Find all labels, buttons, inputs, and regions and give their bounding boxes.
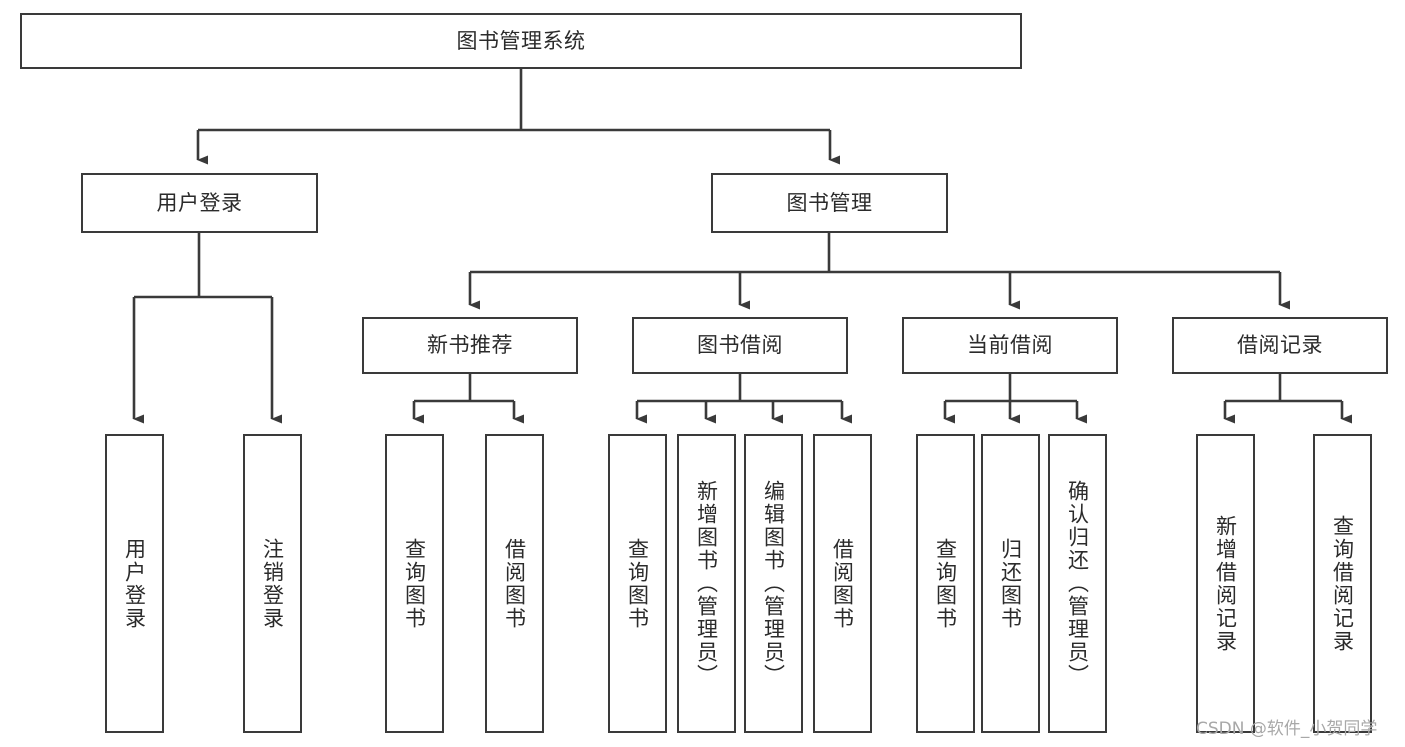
node-label: 用户登录 (122, 537, 147, 630)
node-label: 新增图书（管理员） (694, 480, 719, 687)
node-label: 查询借阅记录 (1330, 514, 1355, 653)
node-leaf-query-borrow-record[interactable]: 查询借阅记录 (1313, 434, 1372, 733)
node-new-book-recommend[interactable]: 新书推荐 (362, 317, 578, 374)
node-label: 编辑图书（管理员） (761, 480, 786, 687)
node-label: 查询图书 (625, 537, 650, 630)
node-label: 查询图书 (402, 537, 427, 630)
node-book-borrow[interactable]: 图书借阅 (632, 317, 848, 374)
node-label: 新书推荐 (427, 333, 513, 358)
node-leaf-query-books-current[interactable]: 查询图书 (916, 434, 975, 733)
node-leaf-add-book-admin[interactable]: 新增图书（管理员） (677, 434, 736, 733)
node-leaf-edit-book-admin[interactable]: 编辑图书（管理员） (744, 434, 803, 733)
node-current-borrow[interactable]: 当前借阅 (902, 317, 1118, 374)
node-label: 借阅图书 (502, 537, 527, 630)
node-leaf-logout[interactable]: 注销登录 (243, 434, 302, 733)
node-leaf-return-books[interactable]: 归还图书 (981, 434, 1040, 733)
node-label: 图书管理系统 (456, 28, 586, 53)
node-leaf-borrow-books[interactable]: 借阅图书 (813, 434, 872, 733)
node-leaf-borrow-books-recommend[interactable]: 借阅图书 (485, 434, 544, 733)
node-label: 借阅图书 (830, 537, 855, 630)
csdn-watermark: CSDN @软件_小贺同学 (1196, 719, 1378, 739)
node-label: 当前借阅 (967, 333, 1053, 358)
node-leaf-query-books-recommend[interactable]: 查询图书 (385, 434, 444, 733)
node-user-login[interactable]: 用户登录 (81, 173, 318, 233)
node-leaf-user-login[interactable]: 用户登录 (105, 434, 164, 733)
node-label: 确认归还（管理员） (1065, 480, 1090, 687)
node-label: 图书管理 (786, 190, 873, 215)
node-label: 注销登录 (260, 537, 285, 630)
node-label: 查询图书 (933, 537, 958, 630)
node-leaf-add-borrow-record[interactable]: 新增借阅记录 (1196, 434, 1255, 733)
node-label: 用户登录 (156, 190, 243, 215)
node-label: 图书借阅 (697, 333, 783, 358)
node-label: 归还图书 (998, 537, 1023, 630)
node-leaf-confirm-return-admin[interactable]: 确认归还（管理员） (1048, 434, 1107, 733)
node-root-book-management-system[interactable]: 图书管理系统 (20, 13, 1022, 69)
node-borrow-records[interactable]: 借阅记录 (1172, 317, 1388, 374)
node-leaf-query-books-borrow[interactable]: 查询图书 (608, 434, 667, 733)
node-label: 借阅记录 (1237, 333, 1323, 358)
node-label: 新增借阅记录 (1213, 514, 1238, 653)
node-book-management[interactable]: 图书管理 (711, 173, 948, 233)
